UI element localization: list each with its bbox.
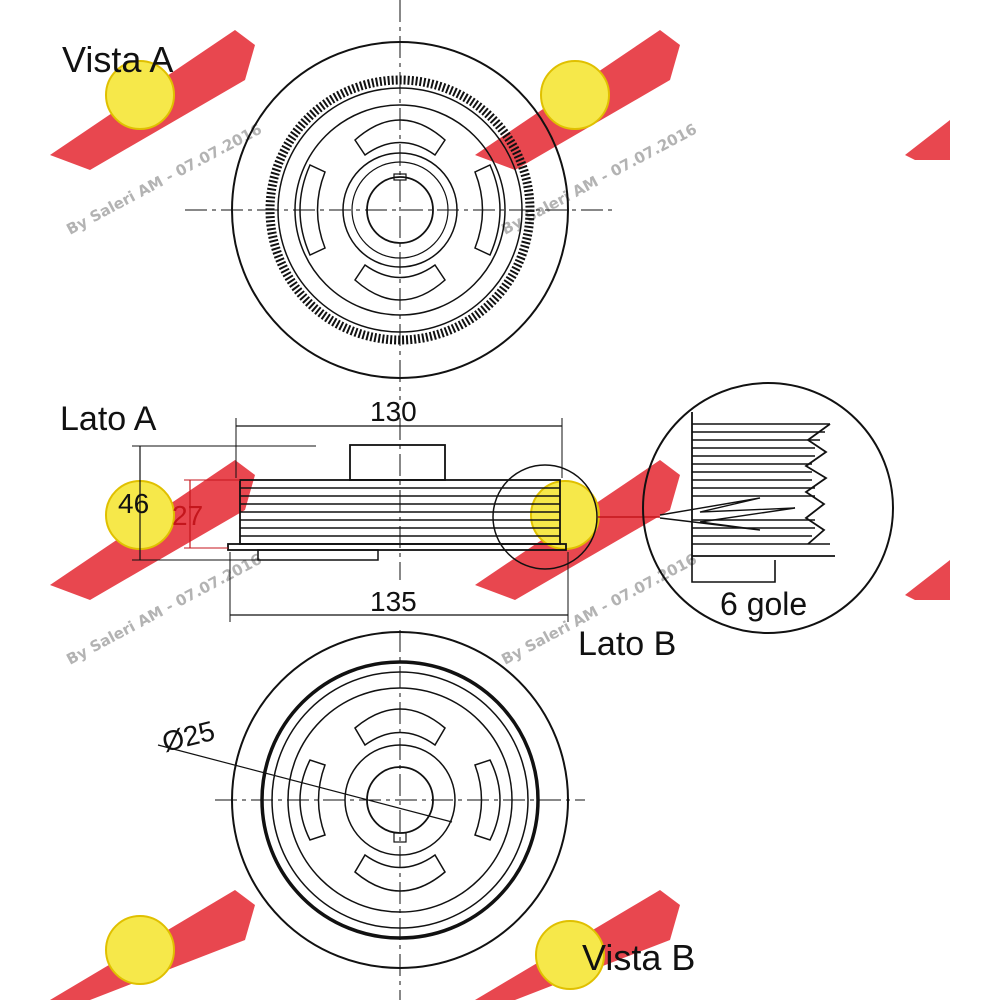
watermark-logo xyxy=(50,890,255,1000)
hub-window xyxy=(474,163,501,257)
detail-magnified-circle xyxy=(642,382,894,634)
detail-wedge xyxy=(659,497,796,531)
watermark-logo xyxy=(475,30,680,170)
vista-a-view xyxy=(185,0,612,400)
hub-boss xyxy=(349,444,446,481)
hub-window xyxy=(354,263,446,301)
vista-b-label: Vista B xyxy=(582,937,695,978)
keyway xyxy=(393,832,407,843)
outer-rim xyxy=(231,41,569,379)
hub-ring xyxy=(294,104,506,316)
hub-ring xyxy=(287,687,513,913)
outer-rim xyxy=(231,631,569,969)
boss-outer xyxy=(344,744,456,856)
groove-ring xyxy=(271,671,529,929)
dimension-27-text: 27 xyxy=(172,500,203,531)
watermark-logo xyxy=(475,890,680,1000)
dimension-130-text: 130 xyxy=(370,396,417,427)
v-groove-profile xyxy=(804,423,831,545)
side-section-view xyxy=(132,418,660,622)
hub-window xyxy=(354,708,446,747)
groove-ring-dotted xyxy=(265,75,535,345)
hub-window xyxy=(354,119,446,157)
bottom-flange xyxy=(227,543,567,551)
hub-window xyxy=(474,759,501,841)
keyway xyxy=(393,173,407,181)
groove-ring-dark xyxy=(260,660,540,940)
hub-window xyxy=(299,759,326,841)
bore xyxy=(366,176,434,244)
dimension-46-text: 46 xyxy=(118,488,149,519)
lato-a-label: Lato A xyxy=(60,400,157,438)
hub-window xyxy=(299,163,326,257)
detail-circle xyxy=(492,464,598,570)
vista-a-label: Vista A xyxy=(62,39,173,80)
groove-ring-inner xyxy=(277,87,523,333)
bottom-step xyxy=(257,549,379,561)
hub-window xyxy=(354,853,446,892)
lato-b-label: Lato B xyxy=(578,625,676,663)
vista-b-view xyxy=(157,630,585,1000)
groove-detail-view xyxy=(642,382,894,634)
watermark-logo xyxy=(905,120,950,160)
diameter-leader xyxy=(157,744,453,823)
grooves-label: 6 gole xyxy=(720,586,807,622)
boss-inner xyxy=(351,161,449,259)
boss-outer xyxy=(342,152,458,268)
detail-hub-step xyxy=(691,560,776,583)
bore-diameter-text: Ø25 xyxy=(159,715,218,758)
watermark-logo xyxy=(905,560,950,600)
dimension-135-text: 135 xyxy=(370,586,417,617)
watermark-logo xyxy=(50,30,255,170)
